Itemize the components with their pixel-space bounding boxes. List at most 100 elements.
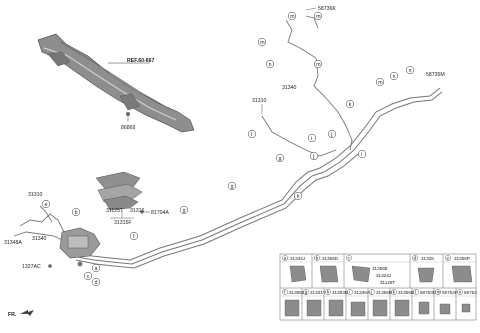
balloon-l[interactable]: l [247, 129, 257, 139]
svg-text:h: h [297, 194, 300, 200]
balloon-c[interactable]: c [83, 271, 93, 281]
balloon-m-4[interactable]: m [313, 59, 323, 69]
svg-text:f: f [133, 234, 135, 240]
balloon-m-1[interactable]: m [287, 11, 297, 21]
svg-text:n: n [409, 68, 412, 74]
svg-text:31334J: 31334J [290, 256, 305, 261]
balloon-k[interactable]: k [345, 99, 355, 109]
balloon-e[interactable]: e [41, 199, 51, 209]
svg-text:j: j [370, 290, 372, 295]
svg-text:31356P: 31356P [454, 256, 470, 261]
part-label-31316[interactable]: 31316 [130, 208, 145, 214]
legend-cell-n[interactable]: n 58753 [457, 289, 477, 313]
part-label-31125t[interactable]: 31125T [106, 208, 124, 214]
balloon-m-2[interactable]: m [313, 11, 323, 21]
part-label-31315f[interactable]: 31315F [114, 220, 132, 226]
balloon-h[interactable]: h [293, 191, 303, 201]
svg-text:j: j [312, 154, 314, 160]
part-label-31310-mid[interactable]: 31310 [252, 98, 267, 104]
svg-text:31353B: 31353B [332, 290, 348, 295]
svg-text:m: m [260, 40, 264, 46]
legend-cell-f[interactable]: f 31355B [282, 289, 305, 317]
balloon-a[interactable]: a [91, 263, 101, 273]
legend-cell-c[interactable]: c 31356E 31324J 31125T [346, 255, 395, 285]
legend-cell-h[interactable]: h 31353B [325, 289, 348, 317]
legend-cell-j[interactable]: j 31358B [369, 289, 392, 317]
balloon-g-3[interactable]: g [179, 205, 189, 215]
part-label-58736k[interactable]: 58736K [318, 6, 336, 12]
legend-cell-g[interactable]: g 31331Y [303, 289, 326, 317]
svg-text:d: d [95, 280, 98, 286]
heat-shield-part[interactable] [37, 33, 195, 133]
part-label-31340-top[interactable]: 31340 [282, 85, 297, 91]
balloon-g-1[interactable]: g [275, 153, 285, 163]
svg-text:58753D: 58753D [420, 290, 437, 295]
svg-text:a: a [95, 266, 98, 272]
balloon-m-5[interactable]: m [375, 77, 385, 87]
svg-text:a: a [284, 256, 287, 261]
part-label-58735m[interactable]: 58735M [426, 72, 445, 78]
legend-c-part-3[interactable]: 31125T [380, 280, 395, 285]
part-label-1327ac[interactable]: 1327AC [22, 264, 41, 270]
svg-text:e: e [45, 202, 48, 208]
svg-text:31355B: 31355B [289, 290, 305, 295]
svg-text:g: g [231, 184, 234, 190]
legend-cell-m[interactable]: m 58754F [435, 289, 458, 315]
svg-text:d: d [414, 256, 417, 261]
svg-text:n: n [459, 290, 462, 295]
fuel-line-bundle[interactable] [71, 87, 443, 269]
balloon-b[interactable]: b [71, 207, 81, 217]
svg-text:l: l [251, 132, 252, 138]
balloon-j-2[interactable]: j [309, 151, 319, 161]
balloon-g-2[interactable]: g [227, 181, 237, 191]
balloon-f[interactable]: f [129, 231, 139, 241]
svg-text:m: m [290, 14, 294, 20]
legend-cell-a[interactable]: a 31334J [282, 255, 307, 283]
svg-text:i: i [361, 152, 362, 158]
balloon-i-2[interactable]: i [357, 149, 367, 159]
legend-cell-i[interactable]: i 31336A [347, 289, 371, 317]
part-label-31348a[interactable]: 31348A [4, 240, 22, 246]
legend-cell-l[interactable]: l 58753D [413, 289, 437, 315]
svg-text:j: j [330, 132, 332, 138]
svg-text:h: h [327, 290, 330, 295]
legend-cell-k[interactable]: k 31356B [391, 289, 414, 317]
svg-text:g: g [305, 290, 308, 295]
part-label-86869[interactable]: 86869 [121, 125, 136, 131]
front-direction-label: FR. [8, 312, 17, 318]
balloon-i-1[interactable]: i [307, 133, 317, 143]
svg-text:c: c [348, 256, 351, 261]
part-label-31340-left[interactable]: 31340 [32, 236, 47, 242]
svg-text:k: k [393, 290, 396, 295]
front-arrow-icon [20, 310, 34, 316]
svg-text:l: l [415, 290, 416, 295]
svg-text:g: g [279, 156, 282, 162]
left-tube-set[interactable] [13, 205, 65, 241]
svg-text:c: c [87, 274, 90, 280]
legend-c-part-2[interactable]: 31324J [376, 273, 391, 278]
balloon-d[interactable]: d [91, 277, 101, 287]
part-label-31310-left[interactable]: 31310 [28, 192, 43, 198]
svg-text:b: b [316, 256, 319, 261]
balloon-m-3[interactable]: m [257, 37, 267, 47]
bolt-part[interactable] [126, 112, 130, 116]
svg-text:31356B: 31356B [398, 290, 414, 295]
legend-cell-e[interactable]: e 31356P [445, 255, 473, 283]
svg-text:n: n [393, 74, 396, 80]
legend-c-part-1[interactable]: 31356E [372, 266, 388, 271]
ref-label[interactable]: REF.60-667 [127, 58, 155, 64]
svg-text:58753: 58753 [464, 290, 477, 295]
bracket-assembly[interactable] [95, 171, 143, 211]
svg-text:58754F: 58754F [442, 290, 458, 295]
part-label-81704a[interactable]: 81704A [151, 210, 169, 216]
legend-cell-b[interactable]: b 31355D [314, 255, 339, 283]
legend-cell-d[interactable]: d 31326 [412, 255, 435, 283]
balloon-n-1[interactable]: n [265, 59, 275, 69]
balloon-n-3[interactable]: n [405, 65, 415, 75]
canister-assembly[interactable] [59, 227, 101, 267]
vapor-line-upper[interactable] [261, 15, 353, 157]
balloon-n-2[interactable]: n [389, 71, 399, 81]
balloon-j-1[interactable]: j [327, 129, 337, 139]
